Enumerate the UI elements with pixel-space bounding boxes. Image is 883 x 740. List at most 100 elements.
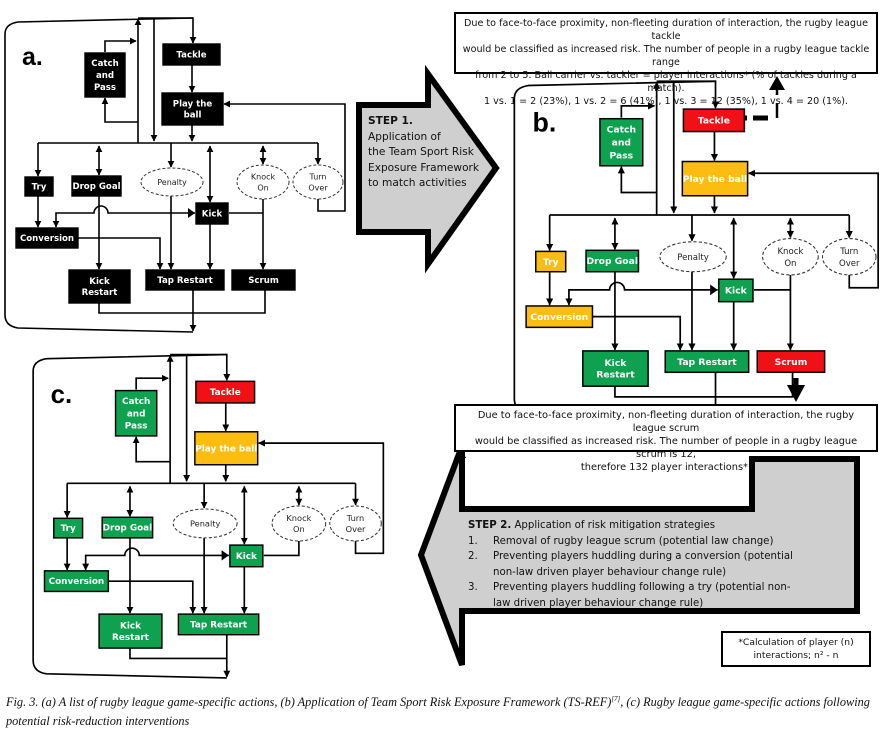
node-label: Tackle (210, 388, 241, 398)
node-label: Kick (120, 622, 142, 632)
step2-arrow-shape (417, 444, 860, 667)
node-box (145, 269, 225, 291)
node-tap-restart: Tap Restart (145, 269, 225, 291)
mitigation-item: 1.Removal of rugby league scrum (potenti… (468, 534, 798, 550)
scrum-return (193, 290, 266, 314)
node-box (582, 350, 649, 387)
node-ellipse (271, 505, 327, 542)
step1-arrow-shape (356, 64, 500, 274)
step2-text: STEP 2. Application of risk mitigation s… (468, 518, 798, 612)
node-ellipse (140, 167, 204, 197)
node-label: On (257, 184, 268, 193)
node-label: Tap Restart (190, 620, 248, 630)
note-line: Due to face-to-face proximity, non-fleet… (477, 410, 855, 434)
loop-to-tackle (170, 353, 231, 381)
loop-frame (32, 353, 227, 679)
node-label: Try (61, 524, 76, 534)
node-conversion: Conversion (15, 227, 79, 249)
node-try: Try (535, 250, 567, 273)
node-label: Play the ball (195, 444, 257, 454)
step1-line: to match activities (368, 177, 467, 189)
node-label: Tackle (176, 51, 206, 61)
node-conversion: Conversion (525, 305, 594, 329)
node-label: Penalty (190, 519, 221, 529)
loop-to-tackle (656, 80, 720, 109)
kick-to-conversion (565, 281, 718, 306)
node-box (525, 305, 594, 329)
node-drop-goal: Drop Goal (101, 516, 154, 539)
node-try: Try (24, 176, 54, 197)
node-box (15, 227, 79, 249)
note-pointer-icon (460, 452, 466, 458)
node-scrum: Scrum (231, 269, 296, 291)
arrow-to-kick (221, 550, 229, 561)
node-label: Conversion (49, 577, 105, 587)
catch-pass-back (135, 374, 169, 390)
catch-pass-back (104, 37, 137, 52)
node-penalty: Penalty (659, 241, 727, 273)
node-label: Knock (251, 173, 276, 182)
node-ellipse (329, 505, 382, 542)
panel-label-b: b. (533, 108, 557, 138)
node-box (71, 175, 122, 197)
node-tap-restart: Tap Restart (177, 613, 260, 636)
figure-caption: Fig. 3. (a) A list of rugby league game-… (6, 690, 876, 731)
node-label: Over (308, 184, 328, 193)
node-tackle: Tackle (682, 108, 746, 133)
scrum-return (715, 372, 794, 398)
node-box (162, 43, 221, 66)
to-catch-pass (132, 436, 171, 463)
node-drop-goal: Drop Goal (585, 249, 640, 273)
note-line: would be classified as increased risk. T… (462, 44, 870, 68)
node-drop-goal: Drop Goal (71, 175, 122, 197)
node-ellipse (172, 508, 238, 539)
node-label: Scrum (248, 276, 279, 286)
catch-pass-back (620, 102, 656, 118)
item-text: Removal of rugby league scrum (potential… (493, 535, 774, 547)
node-box (98, 613, 163, 649)
node-label: Scrum (775, 357, 808, 368)
step1-title: STEP 1. (368, 115, 413, 127)
node-label: Pass (610, 150, 634, 161)
node-label: and (127, 409, 146, 419)
node-box (43, 570, 110, 593)
to-catch-pass (101, 97, 138, 123)
node-kick: Kick (229, 544, 264, 568)
turnover-to-playball (747, 169, 880, 289)
node-label: Restart (596, 370, 635, 381)
node-label: and (96, 71, 114, 81)
node-label: Pass (94, 83, 116, 93)
turnover-to-playball (258, 439, 385, 555)
node-play-ball: Play the ball (681, 160, 749, 197)
node-box (161, 92, 224, 126)
node-label: Drop Goal (103, 524, 153, 534)
node-ellipse (292, 164, 344, 200)
node-label: ball (184, 111, 202, 121)
loop-frame (4, 17, 194, 333)
caption-rest: , (c) Rugby league game-specific actions… (6, 695, 870, 729)
to-catch-pass (617, 166, 657, 194)
node-scrum: Scrum (756, 350, 826, 374)
node-label: Penalty (677, 253, 709, 263)
node-label: On (784, 259, 796, 269)
conversion-to-taprestart (78, 237, 164, 270)
node-label: Drop Goal (587, 256, 638, 267)
node-penalty: Penalty (140, 167, 204, 197)
caption-reference: [7] (611, 695, 621, 703)
node-label: Knock (777, 247, 803, 257)
node-box (101, 516, 154, 539)
node-label: Turn (309, 173, 327, 182)
node-box (599, 117, 644, 167)
node-label: Kick (236, 552, 258, 562)
